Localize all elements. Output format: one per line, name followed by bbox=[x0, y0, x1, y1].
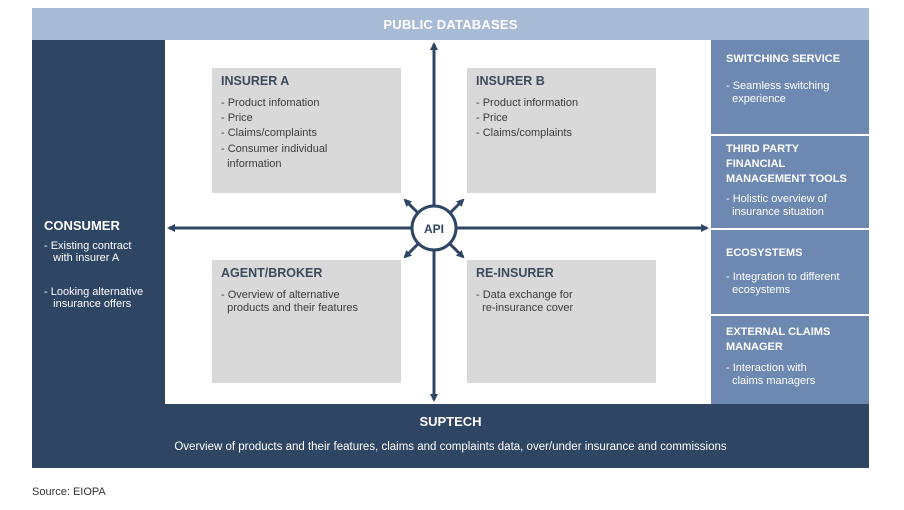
arrow-upleft bbox=[403, 198, 421, 216]
reinsurer-line: re-insurance cover bbox=[476, 302, 574, 314]
insurer-a-line: - Consumer individual bbox=[221, 143, 328, 155]
agent-broker-title: AGENT/BROKER bbox=[221, 266, 323, 280]
suptech-desc: Overview of products and their features,… bbox=[174, 441, 727, 453]
source-caption: Source: EIOPA bbox=[32, 486, 106, 498]
consumer-item: - Existing contract with insurer A bbox=[44, 240, 132, 264]
insurer-a-line: - Price bbox=[221, 112, 253, 124]
diagram-frame: PUBLIC DATABASES CONSUMER - Existing con… bbox=[32, 8, 869, 468]
insurer-b-line: - Price bbox=[476, 112, 508, 124]
external-claims-title: EXTERNAL CLAIMS MANAGER bbox=[726, 326, 831, 353]
agent-broker-line: products and their features bbox=[221, 302, 358, 314]
switching-service-cell: SWITCHING SERVICE - Seamless switching e… bbox=[711, 40, 869, 134]
api-label: API bbox=[424, 222, 444, 236]
insurer-a-line: - Claims/complaints bbox=[221, 127, 317, 139]
insurer-a-box: INSURER A - Product infomation - Price -… bbox=[212, 68, 401, 193]
consumer-item: - Looking alternative insurance offers bbox=[44, 286, 144, 310]
suptech-bar: SUPTECH Overview of products and their f… bbox=[32, 404, 869, 468]
insurer-b-title: INSURER B bbox=[476, 74, 545, 88]
external-claims-cell: EXTERNAL CLAIMS MANAGER - Interaction wi… bbox=[711, 316, 869, 404]
reinsurer-box: RE-INSURER - Data exchange for re-insura… bbox=[467, 260, 656, 383]
insurer-b-line: - Claims/complaints bbox=[476, 127, 572, 139]
reinsurer-title: RE-INSURER bbox=[476, 266, 554, 280]
insurer-a-line: information bbox=[221, 158, 282, 170]
financial-tools-desc: - Holistic overview of insurance situati… bbox=[726, 193, 827, 218]
agent-broker-box: AGENT/BROKER - Overview of alternative p… bbox=[212, 260, 401, 383]
external-claims-desc: - Interaction with claims managers bbox=[726, 362, 816, 387]
reinsurer-line: - Data exchange for bbox=[476, 289, 573, 301]
switching-service-title: SWITCHING SERVICE bbox=[726, 53, 841, 65]
arrow-upright bbox=[447, 198, 465, 216]
public-databases-label: PUBLIC DATABASES bbox=[383, 16, 518, 32]
services-panel: SWITCHING SERVICE - Seamless switching e… bbox=[711, 40, 869, 404]
insurer-a-line: - Product infomation bbox=[221, 97, 320, 109]
suptech-title: SUPTECH bbox=[419, 414, 482, 429]
ecosystems-cell: ECOSYSTEMS - Integration to different ec… bbox=[711, 230, 869, 314]
ecosystems-desc: - Integration to different ecosystems bbox=[726, 271, 840, 296]
agent-broker-line: - Overview of alternative bbox=[221, 289, 340, 301]
consumer-panel: CONSUMER - Existing contract with insure… bbox=[32, 40, 165, 404]
center-area: INSURER A - Product infomation - Price -… bbox=[165, 40, 711, 404]
insurer-b-box: INSURER B - Product information - Price … bbox=[467, 68, 656, 193]
arrow-downleft bbox=[403, 241, 421, 259]
arrow-downright bbox=[447, 241, 465, 259]
consumer-title: CONSUMER bbox=[44, 218, 120, 233]
ecosystems-title: ECOSYSTEMS bbox=[726, 247, 803, 259]
financial-tools-cell: THIRD PARTY FINANCIAL MANAGEMENT TOOLS -… bbox=[711, 136, 869, 228]
switching-service-desc: - Seamless switching experience bbox=[726, 80, 830, 105]
insurer-a-title: INSURER A bbox=[221, 74, 290, 88]
api-arrows: API bbox=[167, 42, 709, 402]
financial-tools-title: THIRD PARTY FINANCIAL MANAGEMENT TOOLS bbox=[726, 143, 847, 185]
insurer-b-line: - Product information bbox=[476, 97, 579, 109]
public-databases-bar: PUBLIC DATABASES bbox=[32, 8, 869, 40]
api-node bbox=[410, 204, 458, 252]
